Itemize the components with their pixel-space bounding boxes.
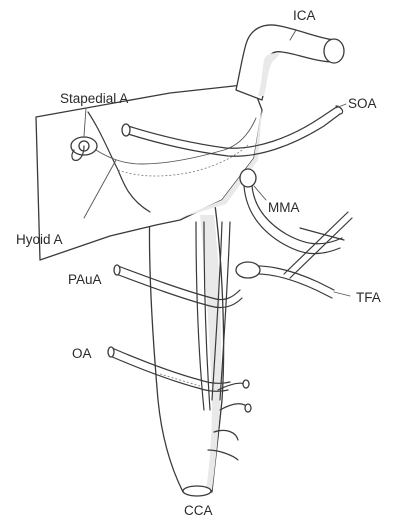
mma-ring: [240, 169, 256, 187]
mma-leader: [254, 186, 266, 200]
tfa-upper-b: [290, 218, 352, 278]
internal-carotid-artery: [236, 25, 334, 100]
label-oa: OA: [72, 346, 92, 361]
tfa-leader: [334, 292, 350, 296]
label-hyoid: Hyoid A: [16, 232, 63, 247]
label-cca: CCA: [184, 503, 213, 518]
label-tfa: TFA: [356, 290, 381, 305]
ica-opening: [324, 39, 344, 63]
side-branch-tip-1: [243, 380, 249, 388]
side-branch-tip-2: [245, 404, 251, 412]
tfa-loop: [236, 262, 260, 278]
label-soa: SOA: [348, 96, 377, 111]
side-branch-2: [220, 404, 248, 410]
label-ica: ICA: [293, 8, 316, 23]
cca-opening: [183, 486, 211, 496]
label-pauA: PAuA: [68, 272, 102, 287]
oa-tip: [108, 347, 114, 357]
pauA-tip: [114, 265, 120, 275]
mma-cross-a: [300, 228, 344, 240]
tfa-upper-a: [284, 212, 348, 274]
label-mma: MMA: [268, 200, 300, 215]
label-stapedial: Stapedial A: [60, 91, 128, 106]
soa-ring: [122, 124, 130, 136]
